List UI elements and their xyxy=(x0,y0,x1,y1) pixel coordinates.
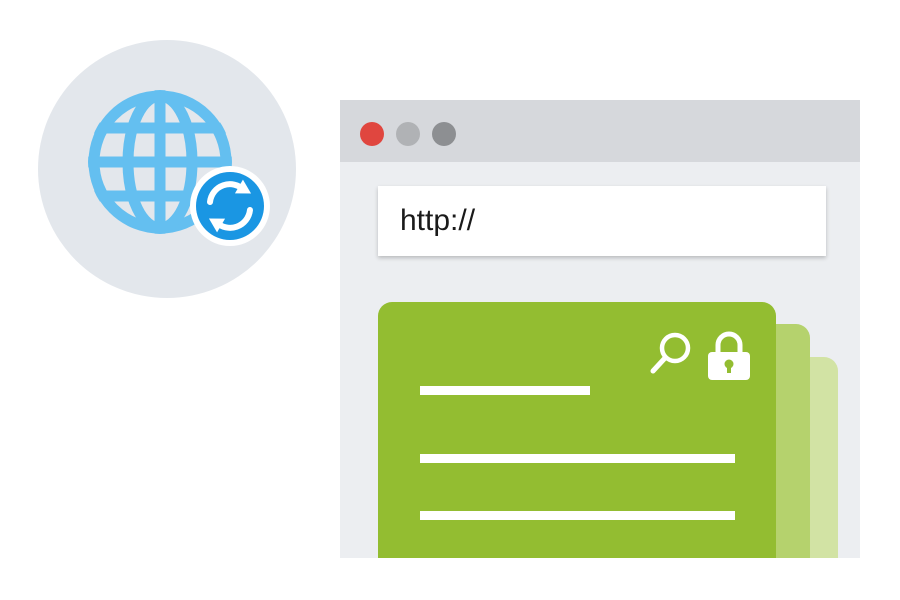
minimize-button[interactable] xyxy=(396,122,420,146)
maximize-button[interactable] xyxy=(432,122,456,146)
close-button[interactable] xyxy=(360,122,384,146)
globe-badge xyxy=(38,40,296,298)
globe-icon xyxy=(88,90,270,246)
address-bar-text: http:// xyxy=(400,204,476,237)
text-line xyxy=(420,454,735,463)
sync-icon xyxy=(190,166,270,246)
text-line-short xyxy=(420,386,590,395)
address-bar[interactable]: http:// xyxy=(378,186,826,256)
lock-icon[interactable] xyxy=(706,330,752,382)
card-icon-group xyxy=(648,330,752,382)
browser-titlebar xyxy=(340,100,860,162)
browser-window: http:// xyxy=(340,100,860,558)
text-line xyxy=(420,511,735,520)
content-card xyxy=(378,302,776,558)
search-icon[interactable] xyxy=(648,330,694,376)
